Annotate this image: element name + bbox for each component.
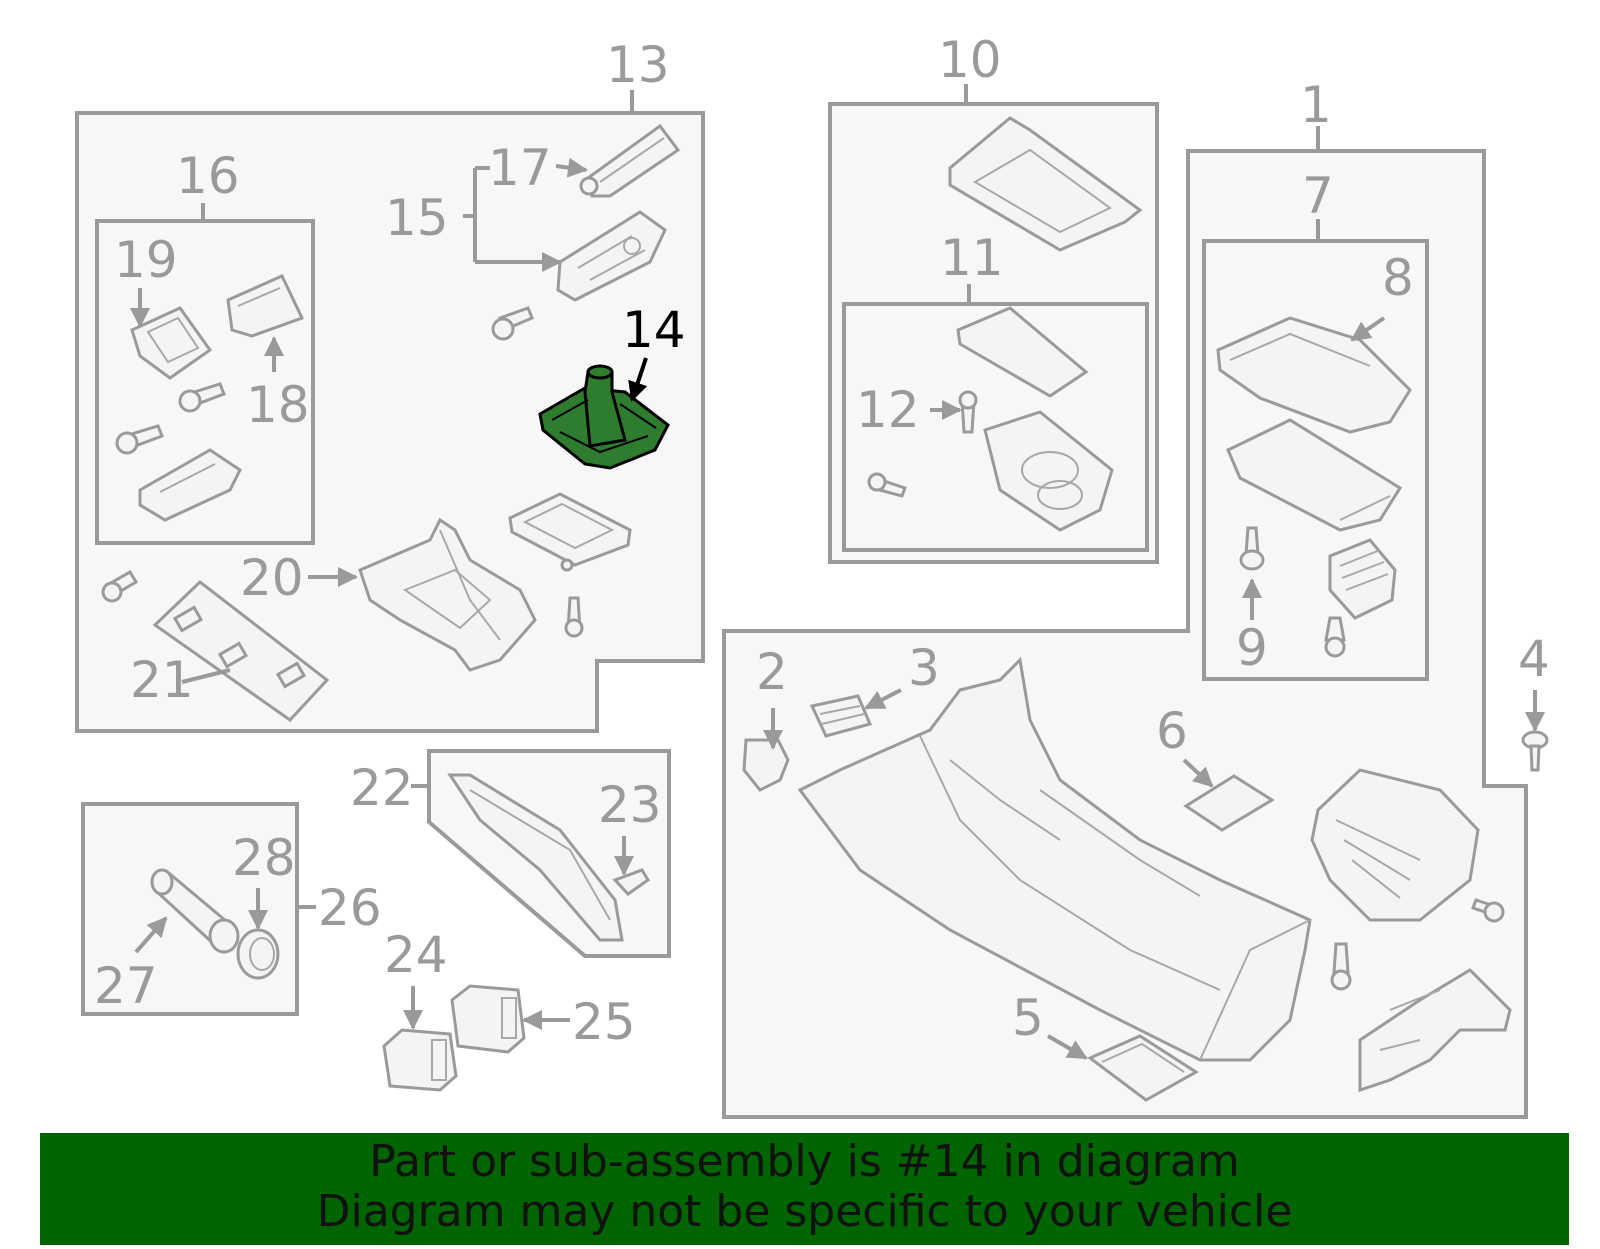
info-banner: Part or sub-assembly is #14 in diagram D…: [40, 1133, 1569, 1245]
storage-box-shape: [1310, 768, 1505, 991]
label-12: 12: [856, 381, 920, 439]
part-28-shape: [236, 928, 280, 980]
part-12-shape: [867, 390, 978, 498]
label-4: 4: [1518, 630, 1550, 688]
part-5-shape: [1087, 1034, 1199, 1102]
label-6: 6: [1156, 702, 1188, 760]
bolt-shape: [101, 569, 584, 638]
label-9: 9: [1236, 619, 1268, 677]
label-19: 19: [114, 231, 178, 289]
label-24: 24: [384, 926, 448, 984]
label-16: 16: [176, 147, 240, 205]
part-22-shape: [447, 773, 624, 942]
leader-lines: [130, 157, 1545, 1060]
part-27-shape: [150, 868, 240, 954]
part-10-shape: [948, 116, 1143, 252]
cup-holder-shape: [983, 410, 1114, 532]
label-10: 10: [938, 31, 1002, 89]
label-2: 2: [756, 643, 788, 701]
label-3: 3: [908, 639, 940, 697]
label-28: 28: [232, 829, 296, 887]
part-4-shape: [1521, 730, 1549, 772]
label-22: 22: [350, 759, 414, 817]
trim-frame-shape: [508, 492, 632, 572]
part-20-shape: [358, 517, 537, 672]
hdmi-part-shape: [138, 448, 242, 522]
banner-line-disclaimer: Diagram may not be specific to your vehi…: [316, 1186, 1293, 1237]
part-18-shape: [226, 274, 305, 338]
part-19-shape: [130, 306, 213, 380]
screws-16-shape: [115, 382, 226, 455]
label-17: 17: [488, 139, 552, 197]
label-13: 13: [606, 36, 670, 94]
label-1: 1: [1300, 76, 1332, 134]
screw-shape: [491, 306, 534, 341]
label-15: 15: [385, 189, 449, 247]
bracket-shape: [1328, 538, 1397, 620]
part-14-shape: [538, 364, 670, 470]
part-17-shape: [579, 123, 681, 198]
label-25: 25: [572, 993, 636, 1051]
part-24-shape: [382, 1028, 458, 1092]
label-14: 14: [622, 301, 686, 359]
armrest-base-shape: [1226, 418, 1403, 532]
part-8-shape: [1216, 316, 1412, 434]
label-18: 18: [246, 376, 310, 434]
part-9-shape: [1239, 526, 1346, 658]
part-6-shape: [1183, 774, 1275, 832]
label-11: 11: [940, 229, 1004, 287]
label-5: 5: [1012, 989, 1044, 1047]
rear-bracket-shape: [1358, 968, 1512, 1093]
label-26: 26: [318, 879, 382, 937]
part-3-shape: [809, 694, 873, 738]
label-8: 8: [1382, 249, 1414, 307]
part-15-shape: [556, 210, 667, 302]
label-23: 23: [598, 776, 662, 834]
part-11-lid-shape: [956, 306, 1089, 398]
label-27: 27: [94, 957, 158, 1015]
part-21-shape: [152, 580, 330, 722]
label-20: 20: [240, 549, 304, 607]
banner-line-part-number: Part or sub-assembly is #14 in diagram: [369, 1136, 1240, 1187]
part-25-shape: [450, 984, 526, 1054]
label-7: 7: [1302, 167, 1334, 225]
console-shape: [797, 656, 1312, 1062]
label-21: 21: [130, 651, 194, 709]
